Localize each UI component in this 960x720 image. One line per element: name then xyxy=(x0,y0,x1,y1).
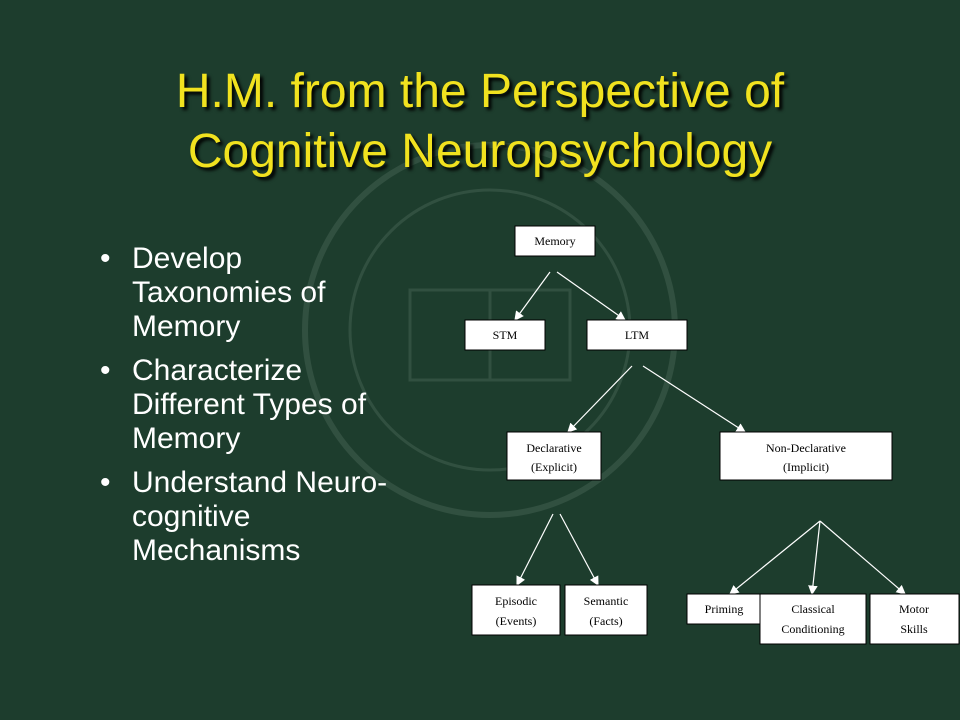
node-memory: Memory xyxy=(514,225,596,257)
edge-nondeclarative-motor xyxy=(819,520,906,595)
svg-text:LTM: LTM xyxy=(625,328,650,342)
edge-ltm-declarative xyxy=(567,365,633,433)
bullet-item: • Characterize Different Types of Memory xyxy=(100,354,367,455)
svg-text:Episodic: Episodic xyxy=(495,594,537,608)
edge-ltm-nondeclarative xyxy=(642,365,747,433)
bullet-dot-icon: • xyxy=(100,242,111,275)
node-priming: Priming xyxy=(686,593,762,625)
svg-text:Non-Declarative: Non-Declarative xyxy=(766,441,846,455)
node-semantic: Semantic (Facts) xyxy=(564,584,648,636)
svg-text:Memory: Memory xyxy=(534,234,575,248)
svg-text:Declarative: Declarative xyxy=(526,441,581,455)
svg-text:(Events): (Events) xyxy=(496,614,537,628)
bullet-dot-icon: • xyxy=(100,354,111,387)
svg-text:(Explicit): (Explicit) xyxy=(531,460,577,474)
svg-text:(Implicit): (Implicit) xyxy=(783,460,829,474)
edge-memory-ltm xyxy=(556,271,626,321)
edge-declarative-episodic xyxy=(516,513,554,587)
title-line-2: Cognitive Neuropsychology xyxy=(187,125,773,178)
bullet-item: • Develop Taxonomies of Memory xyxy=(100,242,326,343)
svg-text:Priming: Priming xyxy=(705,602,744,616)
node-motor: Motor Skills xyxy=(869,593,960,645)
node-declarative: Declarative (Explicit) xyxy=(506,431,602,481)
svg-text:STM: STM xyxy=(493,328,518,342)
edge-nondeclarative-classical xyxy=(808,520,821,596)
node-ltm: LTM xyxy=(586,319,688,351)
svg-text:(Facts): (Facts) xyxy=(589,614,622,628)
svg-text:Conditioning: Conditioning xyxy=(781,622,844,636)
svg-text:Motor: Motor xyxy=(899,602,929,616)
slide-title: H.M. from the Perspective of Cognitive N… xyxy=(0,62,960,182)
edge-memory-stm xyxy=(514,271,551,321)
node-nondeclarative: Non-Declarative (Implicit) xyxy=(719,431,893,481)
svg-text:Classical: Classical xyxy=(791,602,835,616)
node-stm: STM xyxy=(464,319,546,351)
title-line-1: H.M. from the Perspective of xyxy=(175,65,785,118)
bullet-list: • Develop Taxonomies of Memory • Charact… xyxy=(100,242,460,578)
edge-nondeclarative-priming xyxy=(729,520,821,595)
node-episodic: Episodic (Events) xyxy=(471,584,561,636)
bullet-item: • Understand Neuro- cognitive Mechanisms xyxy=(100,466,388,567)
node-classical: Classical Conditioning xyxy=(759,593,867,645)
svg-text:Semantic: Semantic xyxy=(584,594,629,608)
edge-declarative-semantic xyxy=(559,513,599,587)
svg-text:Skills: Skills xyxy=(900,622,928,636)
bullet-dot-icon: • xyxy=(100,466,111,499)
